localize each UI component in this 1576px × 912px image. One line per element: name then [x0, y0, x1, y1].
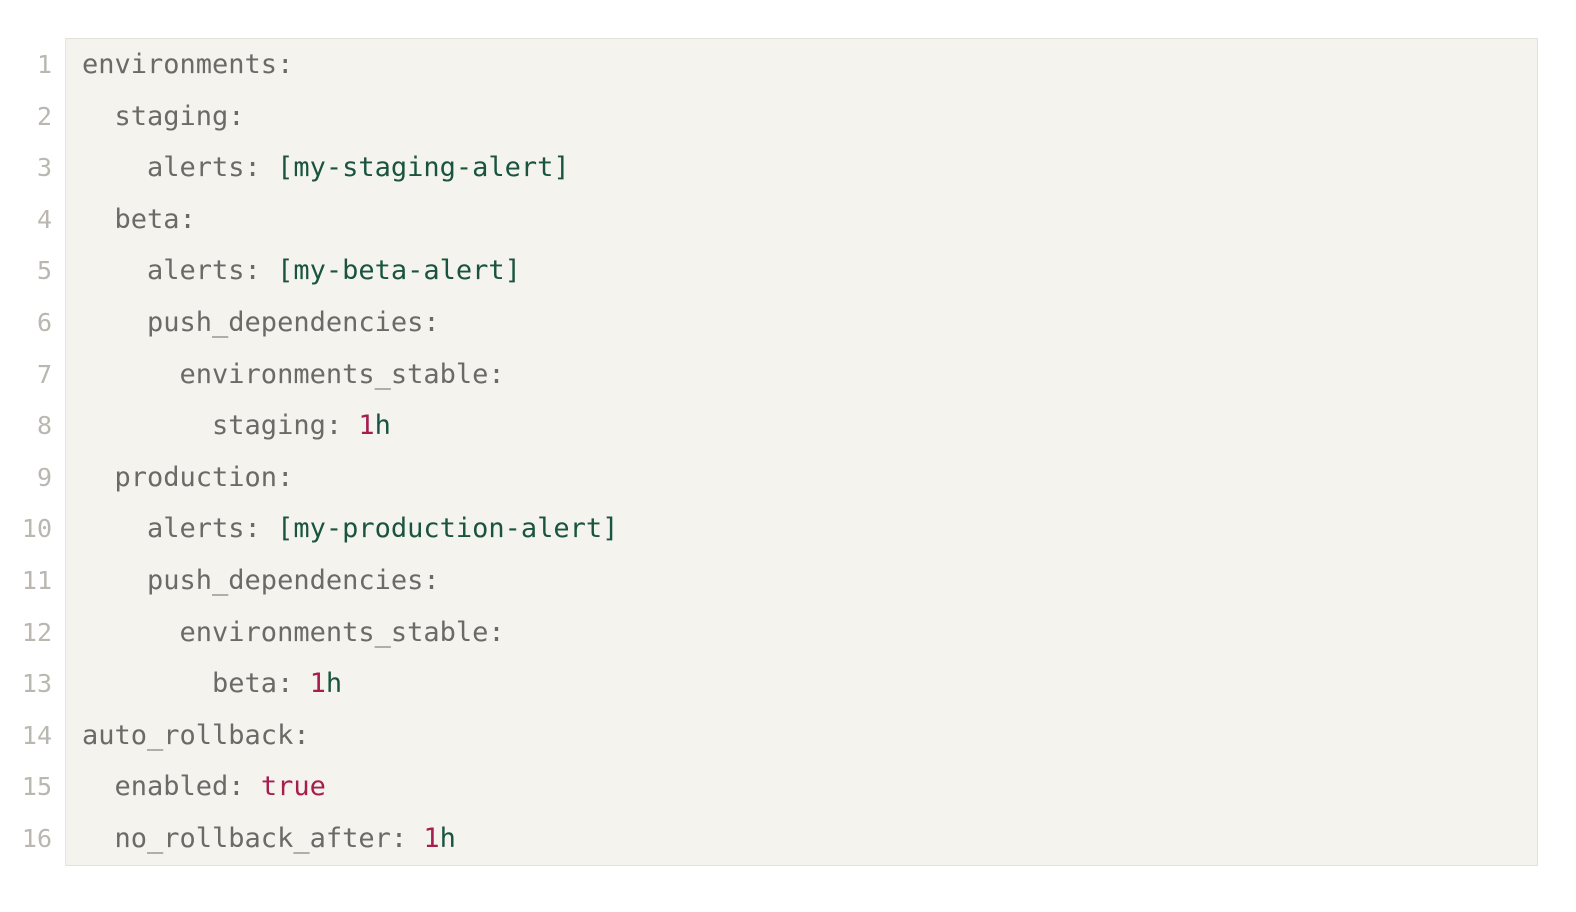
line-number: 14 — [0, 709, 66, 762]
code-line-content[interactable]: environments_stable: — [65, 606, 1538, 659]
line-number: 12 — [0, 606, 66, 659]
code-line: 4 beta: — [0, 193, 1538, 246]
token-key: enabled: — [82, 771, 261, 803]
token-key: environments_stable: — [82, 358, 505, 390]
code-line: 1 environments: — [0, 37, 1538, 91]
code-line-content[interactable]: staging: — [65, 90, 1538, 143]
token-key: no_rollback_after: — [82, 822, 424, 854]
line-number: 11 — [0, 554, 66, 607]
token-num: 1 — [309, 668, 326, 700]
code-line-content[interactable]: staging: 1h — [65, 400, 1538, 452]
token-str: [my-staging-alert] — [277, 152, 570, 184]
token-num: 1 — [423, 822, 440, 854]
code-line-content[interactable]: environments: — [65, 37, 1538, 91]
line-number: 9 — [0, 451, 66, 504]
line-number: 5 — [0, 245, 66, 297]
code-line: 9 production: — [0, 451, 1538, 504]
code-line: 8 staging: 1h — [0, 400, 1538, 452]
token-key: environments: — [82, 49, 294, 80]
line-number: 8 — [0, 400, 66, 452]
code-line-content[interactable]: beta: 1h — [65, 658, 1538, 710]
token-key: push_dependencies: — [82, 564, 440, 596]
line-number: 16 — [0, 812, 66, 865]
token-str: [my-beta-alert] — [277, 255, 521, 287]
token-key: alerts: — [82, 255, 278, 287]
token-key: beta: — [82, 668, 310, 700]
code-line-content[interactable]: alerts: [my-beta-alert] — [65, 245, 1538, 297]
token-num: 1 — [358, 410, 375, 442]
code-line: 5 alerts: [my-beta-alert] — [0, 245, 1538, 297]
token-str: [my-production-alert] — [277, 513, 619, 545]
code-line: 3 alerts: [my-staging-alert] — [0, 142, 1538, 194]
line-number: 6 — [0, 296, 66, 349]
token-key: production: — [82, 461, 294, 493]
line-number: 7 — [0, 348, 66, 401]
token-key: alerts: — [82, 513, 278, 545]
code-line: 16 no_rollback_after: 1h — [0, 812, 1538, 866]
code-line: 14 auto_rollback: — [0, 709, 1538, 762]
token-bool: true — [260, 771, 326, 803]
code-line-content[interactable]: no_rollback_after: 1h — [65, 812, 1538, 866]
code-line-content[interactable]: alerts: [my-staging-alert] — [65, 142, 1538, 194]
token-key: push_dependencies: — [82, 306, 440, 338]
line-number: 1 — [0, 38, 66, 91]
code-line-content[interactable]: enabled: true — [65, 761, 1538, 813]
line-number: 3 — [0, 142, 66, 194]
token-key: alerts: — [82, 152, 278, 184]
code-line-content[interactable]: environments_stable: — [65, 348, 1538, 401]
token-str: h — [374, 410, 391, 442]
token-key: environments_stable: — [82, 616, 505, 648]
token-key: auto_rollback: — [82, 719, 310, 751]
line-number: 10 — [0, 503, 66, 555]
token-key: staging: — [82, 100, 245, 132]
token-key: staging: — [82, 410, 359, 442]
code-line-content[interactable]: beta: — [65, 193, 1538, 246]
token-key: beta: — [82, 203, 196, 235]
code-line: 12 environments_stable: — [0, 606, 1538, 659]
token-str: h — [439, 822, 456, 854]
code-line: 11 push_dependencies: — [0, 554, 1538, 607]
code-line-content[interactable]: production: — [65, 451, 1538, 504]
code-line: 10 alerts: [my-production-alert] — [0, 503, 1538, 555]
line-number: 2 — [0, 90, 66, 143]
line-number: 4 — [0, 193, 66, 246]
token-str: h — [325, 668, 343, 700]
line-number: 15 — [0, 761, 66, 813]
code-line-content[interactable]: push_dependencies: — [65, 554, 1538, 607]
code-line: 2 staging: — [0, 90, 1538, 143]
code-line: 13 beta: 1h — [0, 658, 1538, 710]
line-number: 13 — [0, 658, 66, 710]
code-line-content[interactable]: auto_rollback: — [65, 709, 1538, 762]
code-line: 6 push_dependencies: — [0, 296, 1538, 349]
code-line: 7 environments_stable: — [0, 348, 1538, 401]
code-line-content[interactable]: alerts: [my-production-alert] — [65, 503, 1538, 555]
code-line: 15 enabled: true — [0, 761, 1538, 813]
code-line-content[interactable]: push_dependencies: — [65, 296, 1538, 349]
